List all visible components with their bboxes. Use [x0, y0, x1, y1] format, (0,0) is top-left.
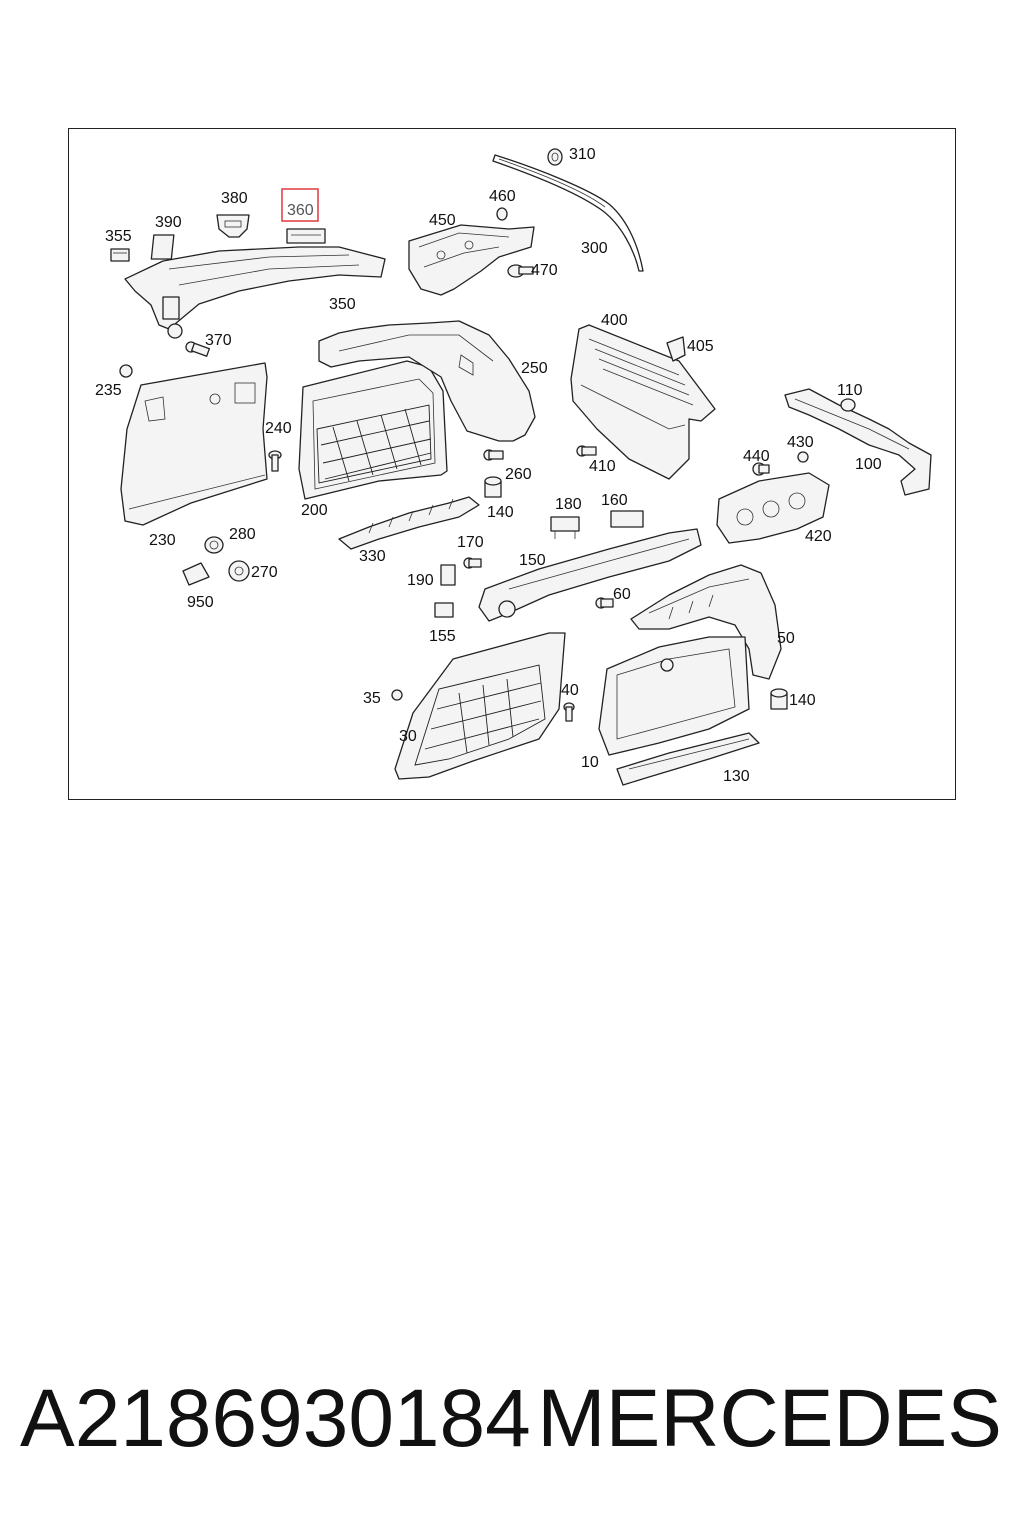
- part-310: [547, 148, 563, 166]
- parts-diagram-frame: 310 380 360 460 390 450 355 300 470 350 …: [68, 128, 956, 800]
- part-950: [182, 562, 210, 586]
- callout-420: 420: [805, 528, 832, 545]
- callout-950: 950: [187, 594, 214, 611]
- callout-35: 35: [363, 690, 381, 707]
- callout-180: 180: [555, 496, 582, 513]
- part-250: [318, 320, 536, 442]
- part-420: [716, 472, 830, 544]
- part-240: [268, 450, 282, 472]
- callout-190: 190: [407, 572, 434, 589]
- part-30: [394, 632, 566, 780]
- callout-155: 155: [429, 628, 456, 645]
- part-450: [408, 224, 535, 296]
- part-410: [576, 445, 597, 457]
- callout-300: 300: [581, 240, 608, 257]
- callout-30: 30: [399, 728, 417, 745]
- callout-450: 450: [429, 212, 456, 229]
- part-460: [496, 207, 508, 221]
- callout-130: 130: [723, 768, 750, 785]
- part-180: [550, 516, 580, 539]
- part-35: [391, 689, 403, 701]
- callout-235: 235: [95, 382, 122, 399]
- brand-name: MERCEDES: [537, 1373, 1002, 1464]
- part-350: [124, 246, 386, 339]
- part-number: A2186930184: [20, 1373, 531, 1464]
- part-200: [298, 360, 448, 500]
- callout-200: 200: [301, 502, 328, 519]
- callout-60: 60: [613, 586, 631, 603]
- part-150: [478, 528, 702, 622]
- part-430: [797, 451, 809, 463]
- callout-110: 110: [837, 382, 863, 399]
- part-170: [463, 557, 482, 569]
- callout-140-a: 140: [487, 504, 514, 521]
- callout-240: 240: [265, 420, 292, 437]
- part-110: [840, 398, 856, 412]
- callout-400: 400: [601, 312, 628, 329]
- part-390: [150, 234, 175, 260]
- part-140b: [770, 688, 788, 710]
- callout-50: 50: [777, 630, 795, 647]
- part-440: [752, 462, 770, 476]
- part-140a: [484, 476, 502, 498]
- callout-260: 260: [505, 466, 532, 483]
- callout-405: 405: [687, 338, 714, 355]
- part-280: [204, 536, 224, 554]
- callout-380: 380: [221, 190, 248, 207]
- highlight-box-360: [281, 188, 319, 222]
- part-160: [610, 510, 644, 528]
- callout-150: 150: [519, 552, 546, 569]
- callout-160: 160: [601, 492, 628, 509]
- part-380: [216, 214, 250, 238]
- part-400: [570, 324, 716, 480]
- callout-270: 270: [251, 564, 278, 581]
- callout-460: 460: [489, 188, 516, 205]
- callout-230: 230: [149, 532, 176, 549]
- callout-410: 410: [589, 458, 616, 475]
- part-190: [440, 564, 456, 586]
- callout-350: 350: [329, 296, 356, 313]
- callout-360: 360: [287, 202, 314, 219]
- callout-430: 430: [787, 434, 814, 451]
- callout-280: 280: [229, 526, 256, 543]
- part-230: [120, 362, 268, 526]
- callout-440: 440: [743, 448, 770, 465]
- part-270: [228, 560, 250, 582]
- callout-40: 40: [561, 682, 579, 699]
- part-235: [119, 364, 133, 378]
- callout-310: 310: [569, 146, 596, 163]
- part-60: [595, 597, 614, 609]
- callout-100: 100: [855, 456, 882, 473]
- part-40: [563, 702, 575, 722]
- callout-370: 370: [205, 332, 232, 349]
- part-130: [616, 732, 760, 786]
- callout-10: 10: [581, 754, 599, 771]
- callout-140-b: 140: [789, 692, 816, 709]
- part-260: [483, 449, 504, 461]
- part-470: [507, 264, 534, 278]
- part-370: [185, 341, 211, 357]
- callout-170: 170: [457, 534, 484, 551]
- part-10: [598, 636, 750, 756]
- part-405: [666, 336, 686, 362]
- callout-470: 470: [531, 262, 558, 279]
- part-100: [784, 388, 932, 496]
- callout-390: 390: [155, 214, 182, 231]
- part-50: [630, 564, 782, 680]
- part-355: [110, 248, 130, 262]
- callout-330: 330: [359, 548, 386, 565]
- part-300: [492, 154, 644, 272]
- part-155: [434, 602, 454, 618]
- part-360: [286, 228, 326, 244]
- callout-355: 355: [105, 228, 132, 245]
- parts-diagram: 310 380 360 460 390 450 355 300 470 350 …: [95, 146, 932, 786]
- part-330: [338, 496, 480, 550]
- callout-250: 250: [521, 360, 548, 377]
